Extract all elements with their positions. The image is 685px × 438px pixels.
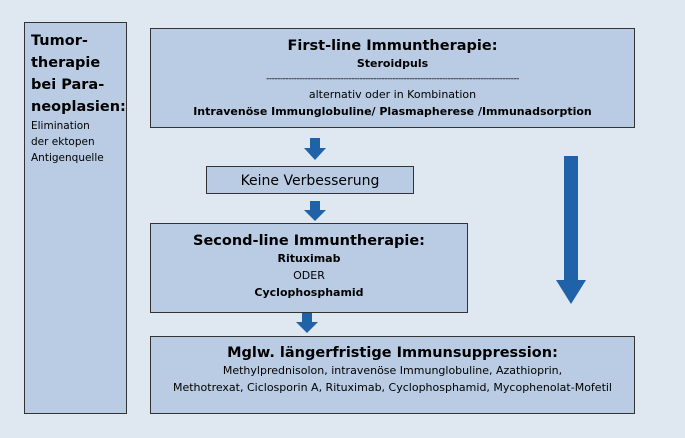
long-term-drugs-line: Methylprednisolon, intravenöse Immunglob… [222, 364, 563, 377]
long-term-immunosuppression-box: Mglw. längerfristige Immunsuppression: M… [150, 336, 635, 414]
tumor-therapy-subtitle-line: Antigenquelle [31, 152, 104, 164]
down-arrow-icon [296, 313, 318, 333]
first-line-title: First-line Immuntherapie: [287, 38, 498, 54]
long-down-arrow-icon [556, 156, 586, 304]
long-term-title: Mglw. längerfristige Immunsuppression: [227, 345, 558, 361]
second-line-therapy-box: Second-line Immuntherapie: Rituximab ODE… [150, 223, 468, 313]
tumor-therapy-title-line: Tumor- [31, 33, 88, 49]
first-line-alternatives: Intravenöse Immunglobuline/ Plasmapheres… [193, 105, 592, 118]
long-term-drugs-line: Methotrexat, Ciclosporin A, Rituximab, C… [172, 381, 612, 394]
first-line-separator: ----------------------------------------… [266, 74, 519, 84]
tumor-therapy-box: Tumor- therapie bei Para- neoplasien: El… [24, 22, 127, 414]
down-arrow-icon [304, 138, 326, 160]
down-arrow-icon [304, 201, 326, 221]
first-line-primary: Steroidpuls [356, 57, 429, 70]
tumor-therapy-subtitle-line: der ektopen [31, 136, 95, 148]
tumor-therapy-title-line: neoplasien: [31, 99, 126, 115]
second-line-option-a: Rituximab [277, 252, 341, 265]
tumor-therapy-title-line: therapie [31, 55, 101, 71]
tumor-therapy-subtitle-line: Elimination [31, 120, 90, 132]
first-line-therapy-box: First-line Immuntherapie: Steroidpuls --… [150, 28, 635, 128]
second-line-connector: ODER [293, 269, 325, 282]
second-line-option-b: Cyclophosphamid [254, 286, 364, 299]
first-line-connector: alternativ oder in Kombination [308, 88, 477, 101]
tumor-therapy-title-line: bei Para- [31, 77, 105, 93]
no-improvement-box: Keine Verbesserung [206, 166, 414, 194]
no-improvement-label: Keine Verbesserung [240, 173, 380, 189]
second-line-title: Second-line Immuntherapie: [193, 233, 425, 249]
